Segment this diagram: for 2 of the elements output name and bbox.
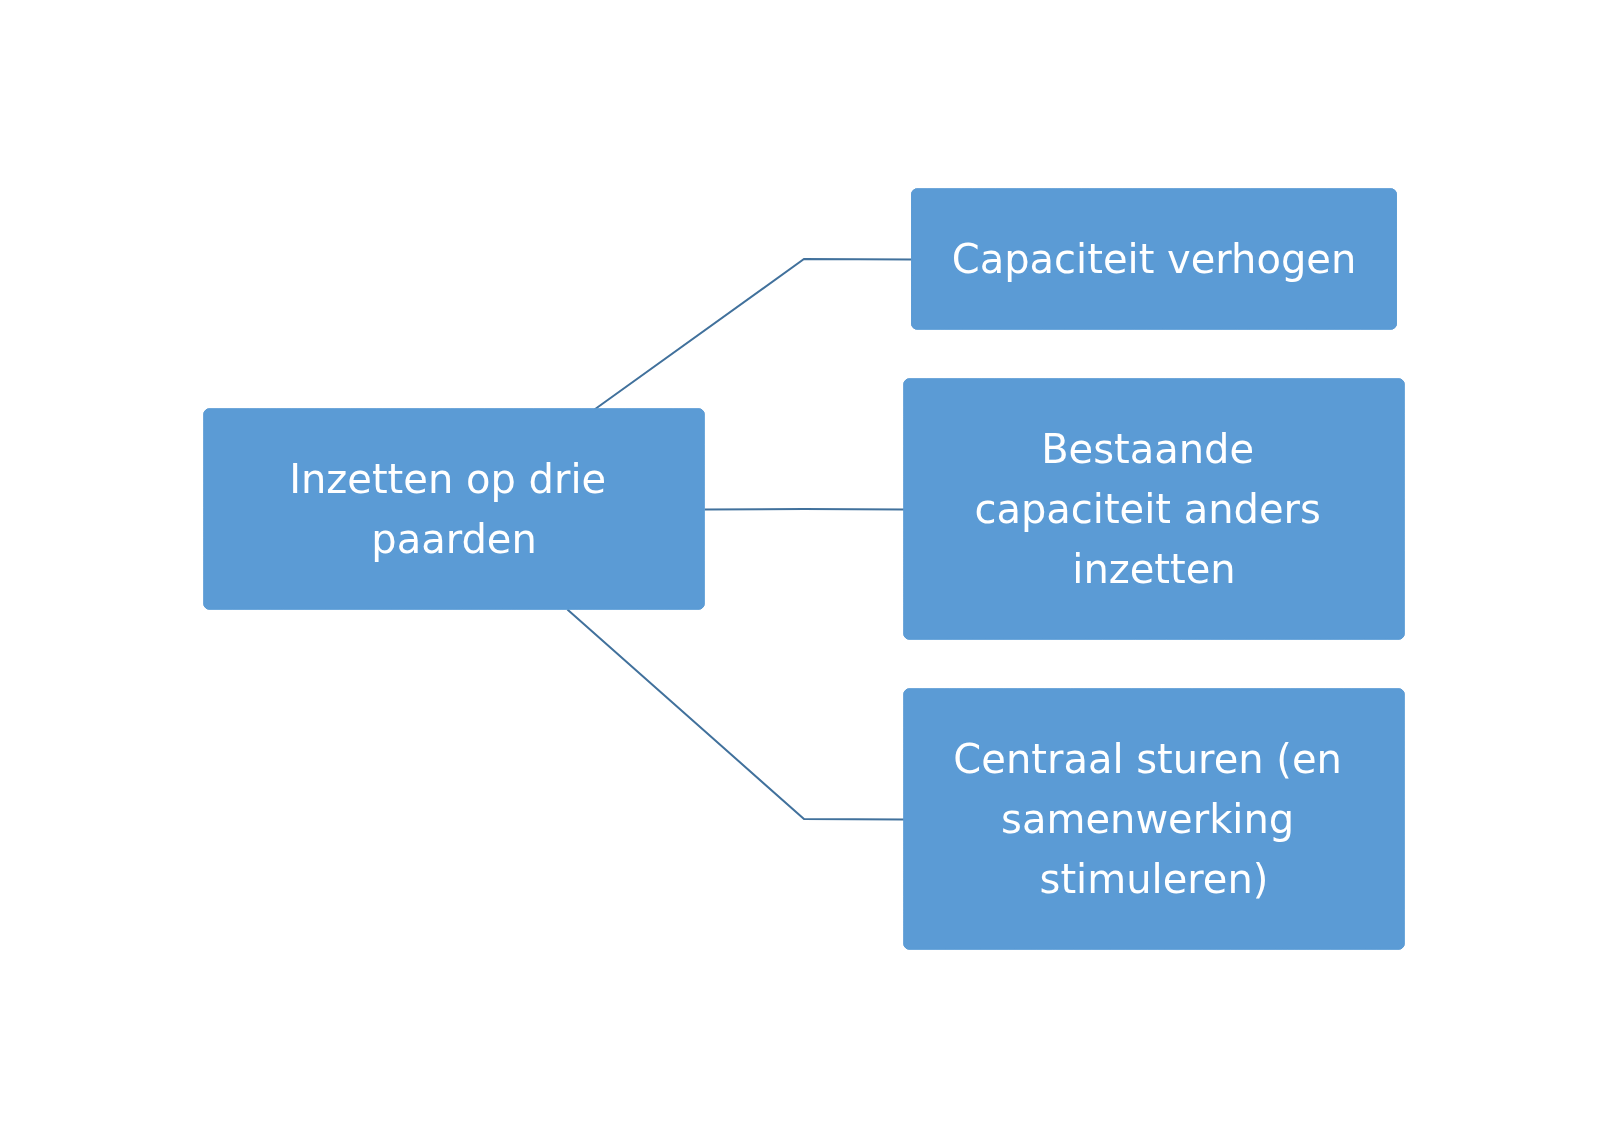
connector xyxy=(703,508,906,511)
connector xyxy=(566,608,906,821)
